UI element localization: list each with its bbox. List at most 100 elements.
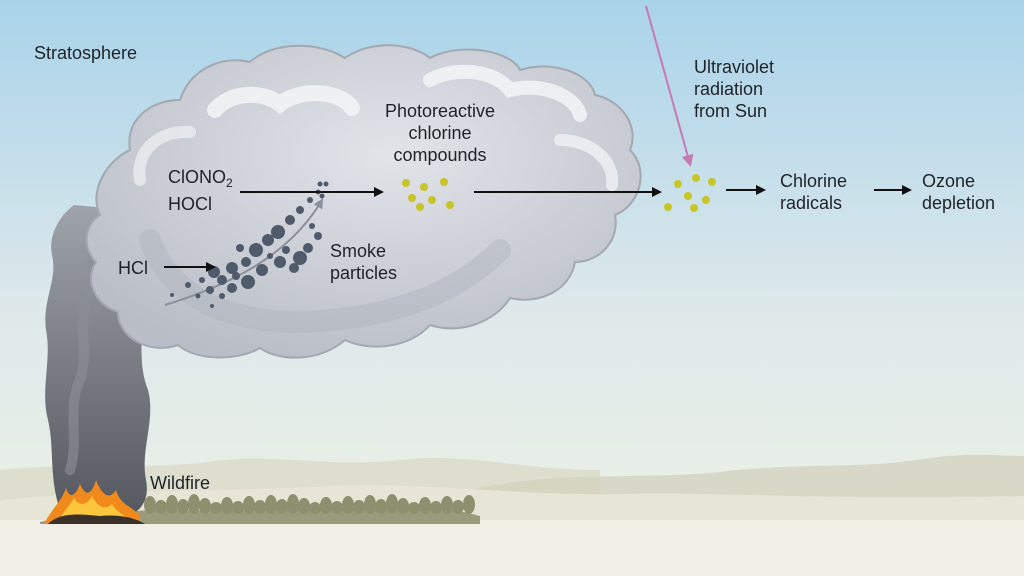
tree-icon (331, 501, 343, 514)
particle-transport-arrow (164, 198, 324, 306)
tree-icon (320, 497, 332, 514)
uv-line-2: radiation (694, 79, 764, 99)
smoke-particle (289, 263, 299, 273)
smoke-particle (206, 286, 214, 294)
tree-icon (188, 494, 200, 514)
chlorine-radical-dot (702, 196, 710, 204)
tree-icon (463, 495, 475, 514)
smoke-particle (219, 293, 225, 299)
stratosphere-label: Stratosphere (34, 43, 138, 63)
tree-icon (232, 501, 244, 514)
smoke-particle (293, 251, 307, 265)
smoke-particle (317, 181, 323, 187)
chlorine-dot (440, 178, 448, 186)
tree-icon (408, 502, 420, 514)
smoke-particle (262, 234, 274, 246)
photoreactive-line-1: Photoreactive (384, 101, 496, 121)
uv-line-1: Ultraviolet (694, 57, 775, 77)
ozone-line-2: depletion (922, 193, 996, 213)
tree-icon (298, 498, 310, 514)
chlorine-radical-dot (664, 203, 672, 211)
smoke-particle (236, 244, 244, 252)
smoke-particle (282, 246, 290, 254)
smoke-particle (256, 264, 268, 276)
tree-icon (265, 495, 277, 514)
chlorine-radical-dots (664, 174, 716, 212)
tree-icon (243, 496, 255, 514)
smoke-particle (319, 193, 325, 199)
chlorine-radical-dot (674, 180, 682, 188)
tree-icon (430, 501, 442, 514)
ozone-depletion-label: Ozone depletion (922, 170, 995, 214)
chlorine-dot (446, 201, 454, 209)
wildfire-label: Wildfire (150, 473, 211, 493)
chlorine-radical-dot (692, 174, 700, 182)
tree-icon (397, 498, 409, 514)
smoke-particle (227, 283, 237, 293)
tree-icon (210, 502, 222, 514)
fire-icon (45, 480, 145, 524)
smoke-particle (274, 256, 286, 268)
chlorine-radicals-line-2: radicals (780, 193, 843, 213)
hocl-label: HOCl (168, 194, 212, 214)
tree-icon (452, 500, 464, 514)
photoreactive-line-2: chlorine (408, 123, 472, 143)
smoke-particle (267, 253, 273, 259)
uv-line-3: from Sun (694, 101, 768, 121)
tree-icon (177, 499, 189, 514)
smoke-particle (314, 232, 322, 240)
smoke-particle (217, 275, 227, 285)
tree-icon (353, 500, 365, 514)
chlorine-radical-dot (690, 204, 698, 212)
smoke-particle (323, 181, 329, 187)
smoke-particle (241, 275, 255, 289)
tree-icon (155, 500, 167, 514)
tree-line-icon (40, 494, 480, 524)
uv-label: Ultraviolet radiation from Sun (694, 56, 774, 122)
chlorine-radicals-label: Chlorine radicals (780, 170, 847, 214)
smoke-particle (185, 282, 191, 288)
tree-icon (276, 499, 288, 514)
smoke-particle (249, 243, 263, 257)
smoke-particle (303, 243, 313, 253)
tree-icon (199, 498, 211, 514)
chlorine-dot (402, 179, 410, 187)
ozone-line-1: Ozone (922, 171, 976, 191)
tree-icon (287, 494, 299, 514)
chlorine-dot (428, 196, 436, 204)
tree-icon (309, 502, 321, 514)
smoke-particle (241, 257, 251, 267)
smoke-particle (232, 272, 240, 280)
smoke-particle (309, 223, 315, 229)
uv-arrow-icon (645, 5, 694, 167)
smoke-particle (195, 293, 201, 299)
tree-icon (144, 496, 156, 514)
chlorine-dot (408, 194, 416, 202)
smoke-particle (199, 277, 205, 283)
chlorine-dot (420, 183, 428, 191)
smoke-particle (170, 293, 174, 297)
clono2-label: ClONO2 (168, 166, 233, 190)
clono2-subscript: 2 (226, 176, 233, 190)
tree-icon (364, 495, 376, 514)
tree-icon (342, 496, 354, 514)
smoke-particle (296, 206, 304, 214)
smoke-particles (170, 181, 329, 308)
tree-icon (254, 500, 266, 514)
tree-icon (441, 496, 453, 514)
chlorine-radical-dot (708, 178, 716, 186)
smoke-particle (307, 197, 313, 203)
tree-icon (166, 495, 178, 514)
tree-icon (386, 494, 398, 514)
smoke-particle (285, 215, 295, 225)
photoreactive-chlorine-dots (402, 178, 454, 211)
tree-icon (221, 497, 233, 514)
smoke-line-2: particles (330, 263, 398, 283)
smoke-particle (271, 225, 285, 239)
chlorine-dot (416, 203, 424, 211)
smoke-line-1: Smoke (330, 241, 387, 261)
tree-icon (419, 497, 431, 514)
chlorine-radicals-line-1: Chlorine (780, 171, 848, 191)
